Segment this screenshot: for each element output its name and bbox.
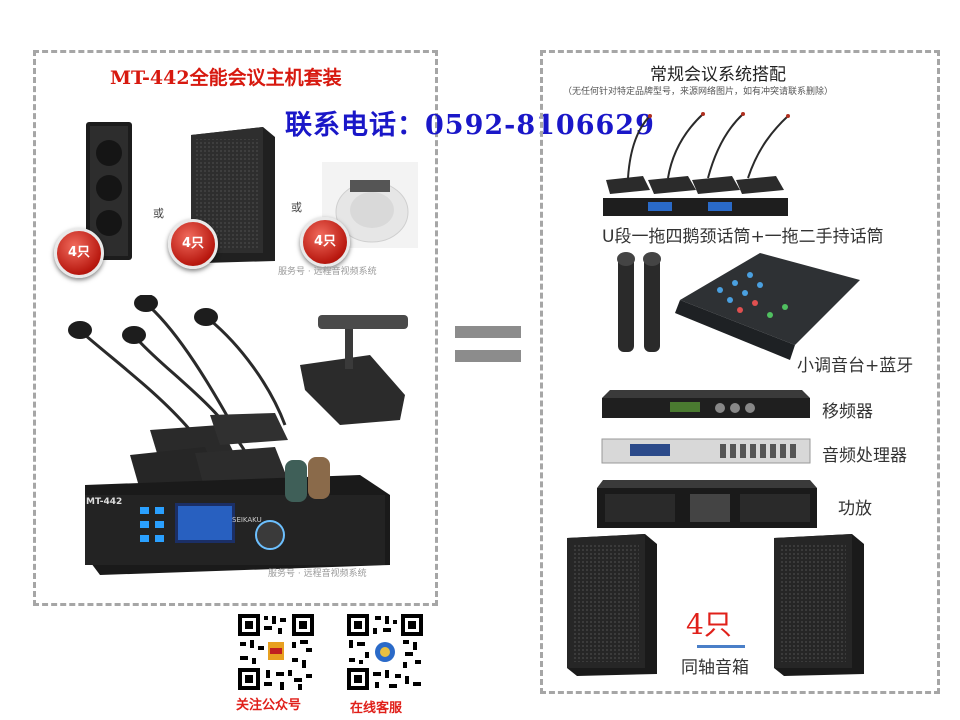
power-amplifier-image	[597, 480, 817, 528]
count-underline	[697, 645, 745, 648]
quantity-badge-3: 4只	[300, 217, 350, 267]
caption-speaker: 同轴音箱	[681, 658, 749, 678]
host-brand-label: SEIKAKU	[232, 516, 262, 524]
caption-amp: 功放	[838, 499, 872, 519]
host-model-label: MT-442	[86, 497, 123, 507]
or-label-2: 或	[291, 201, 302, 214]
wireless-mic-system-image	[603, 112, 790, 216]
coaxial-speaker-left-image	[567, 534, 657, 676]
audio-processor-image	[601, 438, 811, 464]
watermark-2: 服务号 · 远程音视频系统	[268, 569, 367, 579]
qr-code-official-account[interactable]	[236, 612, 316, 692]
column-speaker-image	[86, 122, 132, 260]
phone-number: 联系电话：0592-8106629	[285, 110, 655, 141]
equals-sign-bottom	[455, 350, 521, 362]
right-panel	[540, 50, 940, 694]
qr-code-customer-service[interactable]	[345, 612, 425, 692]
equals-sign-top	[455, 326, 521, 338]
quantity-badge-2: 4只	[168, 219, 218, 269]
caption-wireless-mic: U段一拖四鹅颈话筒+一拖二手持话筒	[602, 227, 884, 247]
frequency-shifter-image	[602, 390, 810, 418]
qr-label-official-account: 关注公众号	[236, 698, 302, 713]
disclaimer: （无任何针对特定品牌型号，来源网络图片，如有冲突请联系删除）	[563, 87, 834, 97]
mixer-and-handheld-mics-image	[617, 252, 860, 360]
caption-processor: 音频处理器	[822, 446, 907, 466]
right-title: 常规会议系统搭配	[650, 65, 786, 85]
conference-host-image	[68, 295, 408, 575]
speaker-count: 4只	[686, 608, 732, 641]
or-label-1: 或	[153, 207, 164, 220]
caption-shifter: 移频器	[822, 402, 873, 422]
caption-mixer: 小调音台+蓝牙	[797, 356, 914, 376]
left-title: MT-442全能会议主机套装	[110, 67, 342, 89]
quantity-badge-1: 4只	[54, 228, 104, 278]
qr-label-customer-service: 在线客服	[350, 701, 403, 716]
left-panel	[33, 50, 438, 606]
coaxial-speaker-right-image	[774, 534, 864, 676]
watermark-1: 服务号 · 远程音视频系统	[278, 267, 377, 277]
